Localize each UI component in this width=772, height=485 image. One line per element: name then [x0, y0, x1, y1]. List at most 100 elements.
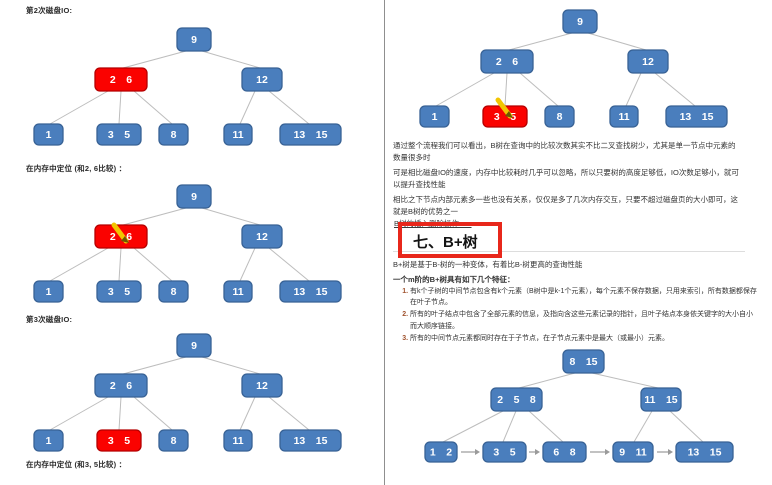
section-label-disk-io-2: 第2次磁盘IO:	[26, 6, 73, 15]
feature-item-2: 所有的叶子结点中包含了全部元素的信息，及指向含这些元素记录的指针，且叶子结点本身…	[410, 309, 758, 331]
tree-node-11-15: 11 15	[640, 387, 682, 412]
tree-node-3-5: 3 5	[482, 441, 527, 463]
svg-text:13 15: 13 15	[294, 435, 328, 447]
svg-text:11: 11	[618, 111, 629, 123]
tree-edge	[504, 72, 508, 107]
tree-edge	[502, 410, 517, 443]
tree-node-3-5: 3 5	[96, 280, 142, 303]
tree-edge	[633, 410, 653, 443]
tree-node-1: 1	[33, 123, 64, 146]
page-divider	[384, 0, 385, 485]
leaf-link-arrowhead	[535, 449, 540, 455]
svg-text:1: 1	[46, 129, 52, 141]
tree-node-11: 11	[223, 280, 253, 303]
svg-text:2 6: 2 6	[110, 74, 132, 86]
tree-node-8: 8	[158, 123, 189, 146]
tree-node-2-6: 2 6	[94, 373, 148, 398]
tree-node-8: 8	[544, 105, 575, 128]
tree-node-13-15: 13 15	[279, 123, 342, 146]
tree-edge	[118, 247, 122, 282]
svg-text:11 15: 11 15	[644, 394, 677, 406]
tree-edge	[133, 396, 173, 431]
tree-edge	[268, 90, 310, 125]
tree-node-11: 11	[609, 105, 639, 128]
tree-node-9: 9	[562, 9, 598, 34]
tree-node-8: 8	[158, 429, 189, 452]
svg-text:8: 8	[557, 111, 563, 123]
tree-edge	[508, 32, 573, 51]
tree-node-13-15: 13 15	[279, 280, 342, 303]
svg-text:13 15: 13 15	[294, 129, 328, 141]
tree-edge	[201, 207, 261, 226]
svg-text:3 5: 3 5	[108, 435, 130, 447]
tree-node-3-5: 3 5	[96, 429, 142, 452]
tree-node-1-2: 1 2	[424, 441, 458, 463]
tree-edge	[518, 372, 576, 389]
tree-edge	[49, 90, 109, 125]
tree-edge	[122, 207, 187, 226]
tree-edge	[435, 72, 495, 107]
highlight-cursor-icon	[111, 222, 129, 244]
svg-text:1: 1	[432, 111, 438, 123]
svg-text:8: 8	[171, 286, 177, 298]
leaf-link-arrowhead	[605, 449, 610, 455]
section-label-memory-compare-35: 在内存中定位 (和3, 5比较) ：	[26, 460, 127, 469]
svg-text:9: 9	[191, 191, 197, 203]
tree-edge	[239, 396, 256, 431]
tree-edge	[268, 396, 310, 431]
paragraph-disk-io-speed: 可是相比磁盘IO的速度，内存中比较耗时几乎可以忽略，所以只要树的高度足够低，IO…	[393, 168, 739, 190]
tree-edge	[268, 247, 310, 282]
svg-text:9: 9	[577, 16, 583, 28]
tree-node-3-5: 3 5	[96, 123, 142, 146]
svg-text:1: 1	[46, 286, 52, 298]
svg-text:3 5: 3 5	[493, 447, 515, 459]
tree-edge	[133, 90, 173, 125]
tree-edge	[49, 396, 109, 431]
paragraph-node-elements: 相比之下节点内部元素多一些也没有关系，仅仅是多了几次内存交互，只要不超过磁盘页的…	[393, 195, 738, 217]
tree-edge	[118, 396, 122, 431]
tree-edge	[49, 247, 109, 282]
heading-underline	[393, 251, 745, 252]
tree-node-12: 12	[241, 224, 283, 249]
svg-text:11: 11	[232, 129, 243, 141]
tree-edge	[201, 50, 261, 69]
svg-text:12: 12	[256, 74, 268, 86]
tree-node-13-15: 13 15	[675, 441, 734, 463]
tree-node-2-6: 2 6	[94, 67, 148, 92]
section-label-memory-compare-26: 在内存中定位 (和2, 6比较) ：	[26, 164, 127, 173]
tree-node-12: 12	[241, 67, 283, 92]
tree-edge	[519, 72, 559, 107]
tree-edge	[201, 356, 261, 375]
svg-text:12: 12	[256, 231, 268, 243]
tree-node-6-8: 6 8	[542, 441, 587, 463]
svg-text:2 6: 2 6	[110, 380, 132, 392]
btree-diagram-io2: 9 2 6 12 1 3 5 8 11 13 15	[33, 27, 342, 146]
heading-bplus-tree: 七、B+树	[413, 234, 478, 251]
tree-node-9: 9	[176, 184, 212, 209]
tree-node-1: 1	[33, 280, 64, 303]
leaf-link-arrowhead	[668, 449, 673, 455]
svg-text:3 5: 3 5	[108, 129, 130, 141]
svg-text:12: 12	[256, 380, 268, 392]
tree-node-12: 12	[241, 373, 283, 398]
tree-node-13-15: 13 15	[665, 105, 728, 128]
svg-text:11: 11	[232, 286, 243, 298]
svg-text:11: 11	[232, 435, 243, 447]
svg-text:9: 9	[191, 34, 197, 46]
red-annotation-box	[398, 222, 502, 258]
feature-item-1: 有k个子树的中间节点包含有k个元素（B树中是k-1个元素），每个元素不保存数据，…	[410, 286, 758, 308]
svg-text:8: 8	[171, 435, 177, 447]
tree-node-3-5: 3 5	[482, 105, 528, 128]
tree-edge	[239, 247, 256, 282]
tree-edge	[122, 50, 187, 69]
svg-text:13 15: 13 15	[680, 111, 714, 123]
svg-text:1: 1	[46, 435, 52, 447]
svg-text:1 2: 1 2	[430, 447, 452, 459]
svg-text:8 15: 8 15	[569, 356, 597, 368]
tree-edge	[591, 372, 659, 389]
